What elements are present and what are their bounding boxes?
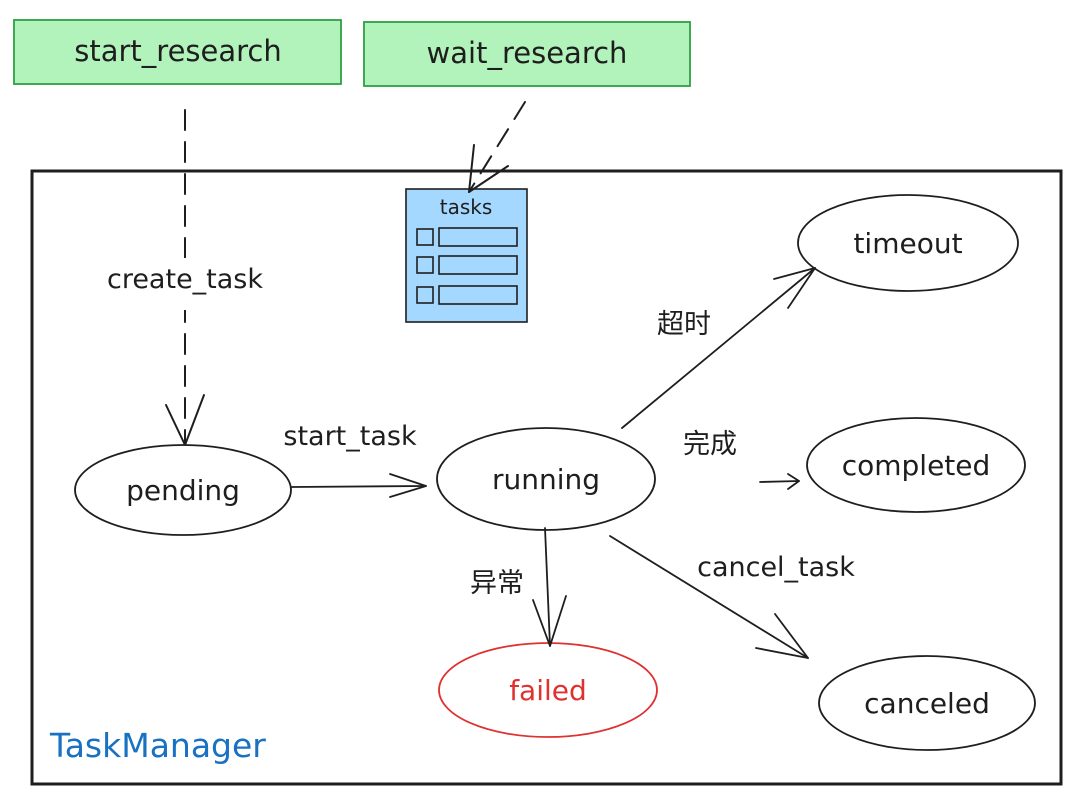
state-failed-label: failed bbox=[509, 674, 587, 707]
cancel-task-arrow bbox=[609, 535, 809, 659]
task-manager-label: TaskManager bbox=[49, 726, 266, 765]
tasks-store-row bbox=[416, 285, 518, 305]
wait-tasks-arrow bbox=[468, 101, 526, 193]
timeout-transition-label: 超时 bbox=[657, 309, 711, 340]
complete-transition-label: 完成 bbox=[683, 429, 737, 460]
state-completed-label: completed bbox=[842, 449, 991, 482]
state-completed: completed bbox=[806, 417, 1026, 513]
state-pending-label: pending bbox=[126, 474, 240, 507]
create-task-label: create_task bbox=[107, 264, 263, 295]
start-research-box: start_research bbox=[13, 19, 342, 85]
error-arrow bbox=[532, 527, 567, 647]
state-running-label: running bbox=[492, 463, 600, 496]
cancel-task-label: cancel_task bbox=[697, 552, 855, 583]
state-timeout: timeout bbox=[797, 194, 1019, 292]
tasks-store-row bbox=[416, 255, 518, 275]
start-research-label: start_research bbox=[74, 34, 282, 68]
start-task-arrow bbox=[291, 473, 427, 498]
state-timeout-label: timeout bbox=[853, 227, 962, 260]
state-running: running bbox=[436, 427, 656, 531]
tasks-store: tasks bbox=[405, 188, 528, 323]
tasks-store-row bbox=[416, 227, 518, 247]
state-pending: pending bbox=[74, 444, 292, 536]
start-task-label: start_task bbox=[283, 421, 417, 452]
tasks-store-label: tasks bbox=[440, 195, 493, 219]
state-failed: failed bbox=[438, 642, 658, 738]
error-transition-label: 异常 bbox=[470, 568, 524, 599]
wait-research-label: wait_research bbox=[427, 36, 628, 70]
state-canceled-label: canceled bbox=[864, 687, 990, 720]
timeout-arrow bbox=[621, 267, 816, 429]
wait-research-box: wait_research bbox=[363, 21, 691, 87]
task-manager-container bbox=[30, 169, 1063, 786]
state-canceled: canceled bbox=[818, 655, 1036, 751]
complete-arrow bbox=[759, 473, 800, 490]
